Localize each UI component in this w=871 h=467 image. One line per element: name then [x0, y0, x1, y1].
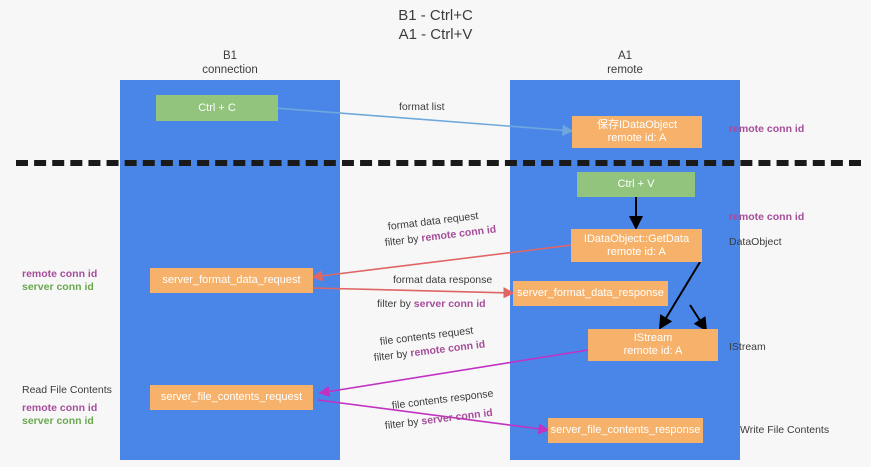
side-label-left-server-conn-id-2: server conn id	[22, 415, 94, 427]
box-ctrl-c[interactable]: Ctrl + C	[156, 95, 278, 121]
box-server-file-contents-response[interactable]: server_file_contents_response	[548, 418, 703, 443]
box-server-format-data-request[interactable]: server_format_data_request	[150, 268, 313, 293]
column-header-left: B1 connection	[202, 50, 258, 76]
column-header-right: A1 remote	[607, 50, 643, 76]
side-label-read-file-contents: Read File Contents	[22, 384, 112, 396]
phase-divider	[16, 160, 861, 166]
filter-prefix: filter by	[384, 232, 423, 249]
box-save-idataobject[interactable]: 保存IDataObject remote id: A	[572, 116, 702, 148]
box-idataobject-getdata[interactable]: IDataObject::GetData remote id: A	[571, 229, 702, 262]
side-label-remote-conn-id-mid: remote conn id	[729, 211, 805, 223]
side-label-left-remote-conn-id: remote conn id	[22, 268, 98, 280]
box-server-file-contents-request[interactable]: server_file_contents_request	[150, 385, 313, 410]
filter-prefix: filter by	[377, 298, 414, 310]
label-format-list: format list	[399, 101, 445, 113]
box-server-format-data-response[interactable]: server_format_data_response	[513, 281, 668, 306]
filter-key-server-conn-id: server conn id	[413, 298, 486, 310]
box-istream[interactable]: IStream remote id: A	[588, 329, 718, 361]
filter-prefix: filter by	[373, 347, 412, 364]
side-label-left-server-conn-id: server conn id	[22, 281, 94, 293]
side-label-left-remote-conn-id-2: remote conn id	[22, 402, 98, 414]
page-title: B1 - Ctrl+C A1 - Ctrl+V	[398, 7, 473, 43]
box-ctrl-v[interactable]: Ctrl + V	[577, 172, 695, 197]
arrow-format-data-response	[312, 287, 515, 299]
filter-key-server-conn-id: server conn id	[420, 406, 494, 428]
side-label-istream: IStream	[729, 341, 766, 353]
label-format-data-response: format data response	[393, 274, 493, 286]
side-label-dataobject: DataObject	[729, 236, 782, 248]
label-format-data-response-filter: filter by server conn id	[377, 298, 486, 311]
filter-prefix: filter by	[384, 415, 423, 432]
side-label-write-file-contents: Write File Contents	[740, 424, 830, 436]
side-label-remote-conn-id-top: remote conn id	[729, 123, 805, 135]
